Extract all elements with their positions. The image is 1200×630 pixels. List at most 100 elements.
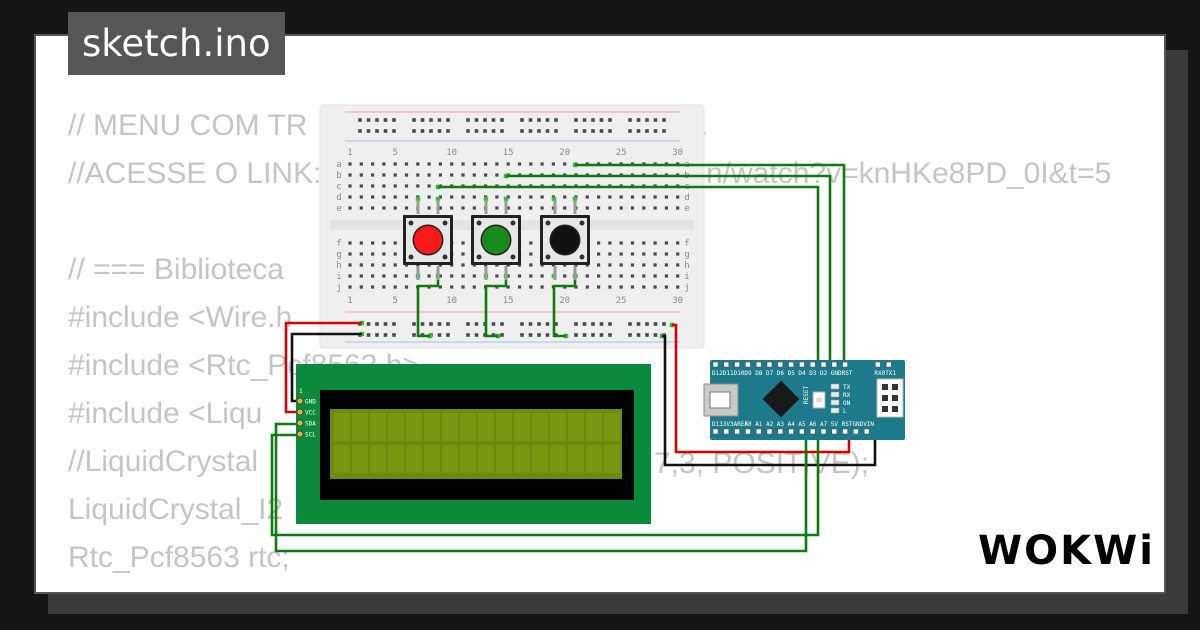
- row-letter: b: [336, 171, 341, 181]
- row-letter: g: [684, 250, 689, 260]
- wire-green-1: [575, 163, 846, 362]
- code-line: // MENU COM TR: [68, 109, 308, 142]
- nano-pin-label: D9: [744, 370, 752, 377]
- nano-pin-label: RX0: [874, 370, 885, 377]
- reset-label: RESET: [803, 386, 810, 404]
- lcd-pin-label: SDA: [305, 421, 316, 428]
- column-number: 20: [559, 296, 570, 306]
- nano-pin-label: A5: [798, 421, 806, 428]
- nano-pin-label: A3: [777, 421, 785, 428]
- black-button[interactable]: [540, 200, 590, 280]
- wire-btn-red: [416, 272, 440, 338]
- nano-pin-label: D7: [766, 370, 774, 377]
- nano-pin-label: GND: [852, 421, 863, 428]
- code-line: Rtc_Pcf8563 rtc;: [68, 541, 290, 574]
- nano-pin-label: VIN: [863, 421, 874, 428]
- code-line: #include <Liqu: [68, 397, 263, 430]
- row-letter: j: [336, 283, 341, 293]
- lcd-pin-label: VCC: [305, 410, 316, 417]
- row-letter: i: [684, 272, 689, 282]
- row-letter: d: [336, 193, 341, 203]
- column-number: 5: [392, 296, 397, 306]
- nano-pin-label: A7: [820, 421, 828, 428]
- wire-green-3: [438, 185, 820, 362]
- code-line: #include <Wire.h: [68, 301, 293, 334]
- led-label: RX: [843, 392, 851, 399]
- row-letter: e: [684, 204, 689, 214]
- code-line: // === Biblioteca: [68, 253, 284, 286]
- column-number: 1: [347, 148, 352, 158]
- nano-pin-label: D10: [734, 370, 745, 377]
- wires: [270, 163, 877, 553]
- nano-pin-label: RST: [842, 370, 853, 377]
- row-letter: d: [684, 193, 689, 203]
- wire-btn-black: [552, 272, 577, 338]
- column-number: 30: [672, 296, 683, 306]
- nano-pin-label: RST: [842, 421, 853, 428]
- icsp-header: [876, 378, 904, 418]
- green-button[interactable]: [471, 200, 521, 280]
- row-letter: c: [336, 182, 341, 192]
- row-letter: h: [336, 261, 341, 271]
- nano-pin-label: D5: [788, 370, 796, 377]
- red-button[interactable]: [403, 200, 453, 280]
- nano-pin-label: A2: [766, 421, 774, 428]
- led-label: ON: [843, 400, 851, 407]
- nano-pin-label: D4: [798, 370, 806, 377]
- wire-green-sda: [274, 422, 808, 553]
- lcd-pin-label: GND: [305, 399, 316, 406]
- wokwi-logo: WOKWi: [978, 528, 1155, 574]
- code-line: //ACESSE O LINK:: [68, 157, 322, 190]
- nano-pin-label: D2: [820, 370, 828, 377]
- row-letter: e: [336, 204, 341, 214]
- nano-pin-label: A6: [809, 421, 817, 428]
- row-letter: j: [684, 283, 689, 293]
- lcd-character-cells: [334, 413, 620, 473]
- nano-pin-label: D8: [755, 370, 763, 377]
- nano-pin-label: D3: [809, 370, 817, 377]
- column-number: 5: [392, 148, 397, 158]
- wire-red-5v: [672, 323, 851, 454]
- row-letter: i: [336, 272, 341, 282]
- wire-red-vcc: [284, 321, 362, 414]
- led-label: TX: [843, 384, 851, 391]
- column-number: 10: [446, 148, 457, 158]
- code-fragment-link: n/watch?v=knHKe8PD_0I&t=5: [706, 157, 1111, 190]
- nano-pin-label: 5V: [831, 421, 839, 428]
- pushbuttons: [403, 200, 590, 280]
- nano-pin-label: AREF: [734, 421, 749, 428]
- column-number: 25: [616, 296, 627, 306]
- nano-pin-label: D6: [777, 370, 785, 377]
- wire-green-scl: [270, 432, 820, 537]
- row-letter: h: [684, 261, 689, 271]
- nano-pin-label: GND: [831, 370, 842, 377]
- nano-pin-label: A1: [755, 421, 763, 428]
- code-line: //LiquidCrystal: [68, 445, 259, 478]
- nano-pin-label: D11: [723, 370, 734, 377]
- nano-pin-label: D13: [712, 421, 723, 428]
- led-label: L: [843, 408, 847, 415]
- column-number: 30: [672, 148, 683, 158]
- column-number: 25: [616, 148, 627, 158]
- mcu-chip: [762, 380, 800, 418]
- column-number: 1: [347, 296, 352, 306]
- row-letter: f: [684, 239, 689, 249]
- sketch-title: sketch.ino: [68, 12, 285, 75]
- row-letter: a: [336, 160, 341, 170]
- row-letter: f: [336, 239, 341, 249]
- column-number: 20: [559, 148, 570, 158]
- nano-pin-label: TX1: [885, 370, 896, 377]
- nano-pin-label: D12: [712, 370, 723, 377]
- column-number: 10: [446, 296, 457, 306]
- lcd-pin1-label: 1: [299, 388, 303, 395]
- code-line: LiquidCrystal_I2: [68, 493, 284, 526]
- nano-pin-label: 3V3: [723, 421, 734, 428]
- column-number: 15: [503, 148, 514, 158]
- nano-pin-label: A4: [788, 421, 796, 428]
- wire-btn-green: [484, 272, 508, 338]
